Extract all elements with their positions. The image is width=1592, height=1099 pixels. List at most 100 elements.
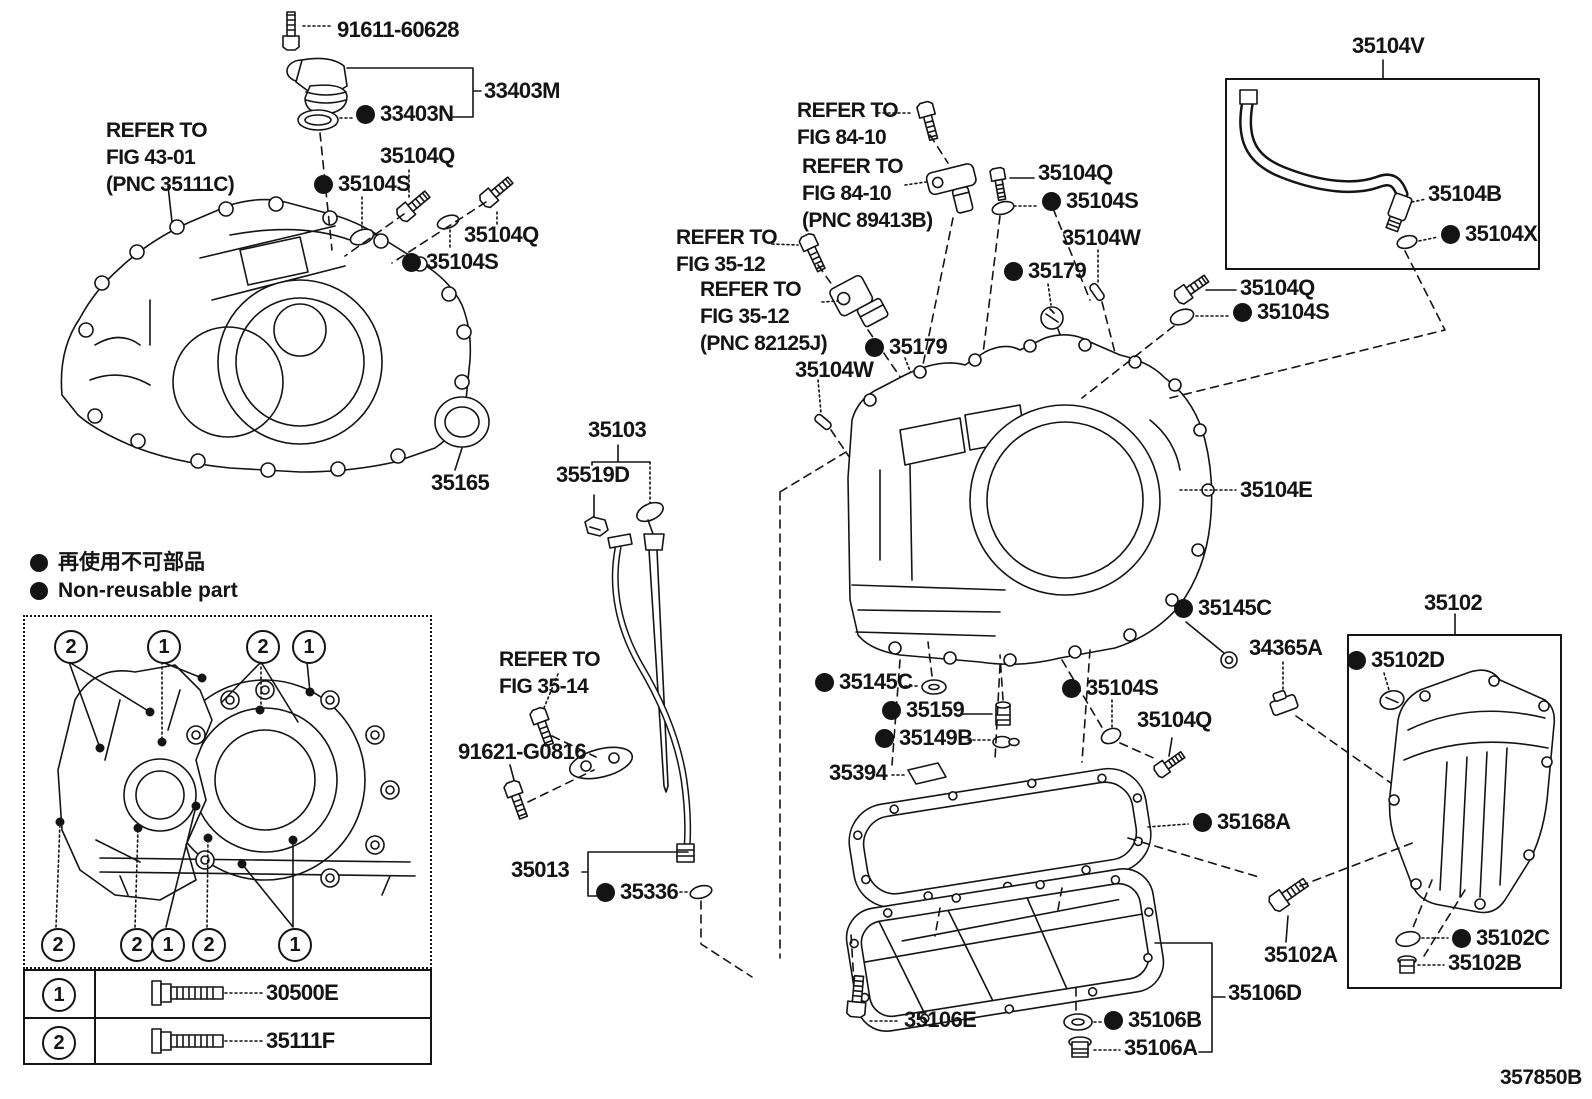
refer-to-note-line: FIG 84-10 [797, 126, 887, 149]
part-label-33403n: 33403N [356, 103, 454, 125]
part-label-35104x: 35104X [1441, 223, 1538, 245]
part-number-text: 35106B [1128, 1007, 1202, 1032]
refer-to-note-line: REFER TO [802, 155, 904, 178]
part-number-text: 35102D [1371, 647, 1445, 672]
cover-box [1127, 613, 1562, 989]
part-number-text: 35145C [1198, 595, 1272, 620]
non-reusable-dot-icon [1193, 812, 1212, 832]
non-reusable-dot-icon [815, 672, 834, 692]
part-number-text: 34365A [1249, 635, 1323, 660]
part-number-text: 35103 [588, 417, 647, 442]
part-label-35336: 35336 [596, 879, 679, 904]
part-number-text: 35336 [620, 879, 679, 904]
part-number-text: 35179 [889, 334, 948, 359]
part-label-35104e: 35104E [1240, 477, 1313, 502]
part-number-text: 35168A [1217, 809, 1291, 834]
non-reusable-dot-icon [875, 728, 894, 748]
callout-number-1: 1 [151, 928, 185, 962]
part-label-35179: 35179 [1004, 258, 1087, 283]
drain-parts-group [891, 621, 1399, 789]
refer-to-note-line: FIG 43-01 [106, 146, 196, 169]
case-bolts-orings-left [344, 169, 514, 264]
part-number-text: 91621-G0816 [458, 739, 587, 764]
part-label-35102: 35102 [1424, 590, 1483, 615]
part-label-91621-g0816: 91621-G0816 [458, 739, 587, 764]
legend: 再使用不可部品 Non-reusable part [30, 549, 238, 605]
part-label-35104v: 35104V [1352, 35, 1425, 57]
part-number-text: 35104W [1062, 225, 1141, 250]
part-number-text: 35104Q [1038, 160, 1113, 185]
part-number-text: 35165 [431, 470, 490, 495]
part-number-text: 35394 [829, 760, 888, 785]
drawing-number: 357850B [1500, 1066, 1582, 1089]
transmission-case-drawing [847, 334, 1237, 667]
rear-bolt-holes [186, 680, 400, 888]
non-reusable-dot-icon [1062, 678, 1081, 698]
union-bolt-group [1081, 274, 1237, 399]
rear-view-diagram-box [23, 615, 432, 969]
part-label-35104q: 35104Q [380, 145, 455, 167]
part-number-text: 35104S [426, 249, 499, 274]
callout-number-2: 2 [192, 928, 226, 962]
table-callout-1: 1 [42, 978, 76, 1012]
part-number-text: 35519D [556, 462, 630, 487]
part-label-35145c: 35145C [815, 671, 913, 693]
non-reusable-dot-icon [30, 554, 48, 572]
part-label-35145c: 35145C [1174, 595, 1272, 620]
rear-view-case [55, 661, 416, 928]
part-number-text: 35104S [338, 171, 411, 196]
part-label-35165: 35165 [431, 470, 490, 495]
part-label-35149b: 35149B [875, 727, 973, 749]
refer-to-note-line: REFER TO [797, 99, 899, 122]
part-label-91611-60628: 91611-60628 [337, 19, 459, 41]
refer-to-note-line: REFER TO [499, 648, 601, 671]
part-label-35179: 35179 [865, 334, 948, 359]
callout-number-1: 1 [278, 928, 312, 962]
non-reusable-dot-icon [1441, 224, 1460, 244]
part-label-35104w: 35104W [795, 357, 874, 382]
table-column-divider [94, 971, 96, 1063]
part-number-text: 35179 [1028, 258, 1087, 283]
refer-to-note-line: REFER TO [700, 278, 802, 301]
callout-number-2: 2 [54, 630, 88, 664]
part-label-33403m: 33403M [484, 78, 561, 103]
part-number-text: 35159 [906, 697, 965, 722]
non-reusable-dot-icon [882, 700, 901, 720]
table-part-30500e: 30500E [266, 980, 339, 1005]
part-number-text: 35104B [1428, 181, 1502, 206]
part-label-35168a: 35168A [1193, 809, 1291, 834]
part-number-text: 35104E [1240, 477, 1313, 502]
refer-to-note-line: FIG 84-10 [802, 182, 892, 205]
non-reusable-dot-icon [402, 252, 421, 272]
part-label-35519d: 35519D [556, 462, 630, 487]
callout-number-2: 2 [120, 928, 154, 962]
part-number-text: 35104Q [380, 143, 455, 168]
table-part-35111f: 35111F [266, 1028, 335, 1053]
part-label-35103: 35103 [588, 417, 647, 442]
non-reusable-dot-icon [596, 882, 615, 902]
part-label-35104q: 35104Q [1137, 709, 1212, 731]
main-case-drawing [60, 185, 490, 478]
non-reusable-dot-icon [1104, 1010, 1123, 1030]
part-number-text: 35106D [1228, 980, 1302, 1005]
part-label-35104s: 35104S [1042, 190, 1139, 212]
part-number-text: 33403M [484, 78, 561, 103]
part-label-35106b: 35106B [1104, 1007, 1202, 1032]
part-number-text: 35104Q [1240, 275, 1315, 300]
case-bolt-holes [863, 338, 1215, 667]
part-number-text: 35102C [1476, 925, 1550, 950]
callout-leaders [55, 661, 315, 928]
part-number-text: 35106A [1124, 1035, 1198, 1060]
non-reusable-dot-icon [865, 337, 884, 357]
refer-to-note-line: (PNC 89413B) [802, 209, 933, 232]
refer-to-note-line: FIG 35-12 [700, 305, 790, 328]
non-reusable-dot-icon [1347, 650, 1366, 670]
fastener-table [23, 969, 432, 1065]
part-number-text: 35106E [904, 1007, 977, 1032]
part-number-text: 35104W [795, 357, 874, 382]
part-number-text: 35102 [1424, 590, 1483, 615]
seal-35165 [434, 396, 490, 471]
